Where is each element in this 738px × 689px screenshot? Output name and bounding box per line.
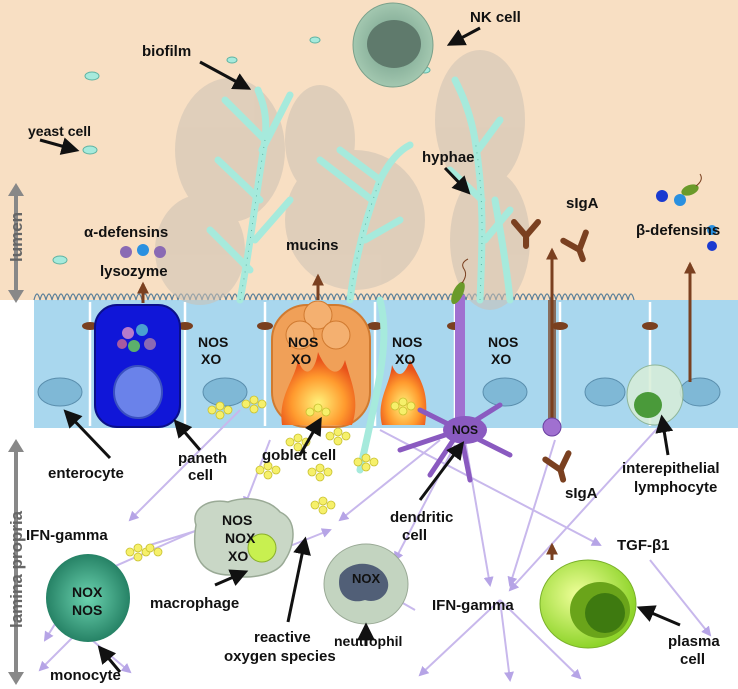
monocyte-shape [46,554,130,642]
yeast-cell-label: yeast cell [28,123,91,139]
paneth-granules [117,324,156,352]
macrophage-nos-label: NOS [222,512,252,528]
biofilm-label: biofilm [142,43,191,60]
dendritic-cell-label-1: dendritic [390,509,453,526]
pointer-arrows [39,26,681,673]
xo-label-3: XO [395,351,415,367]
interepithelial-lymphocyte-label-2: lymphocyte [634,479,717,496]
hyphae-label: hyphae [422,149,475,166]
nos-label-3: NOS [392,334,422,350]
yeast-cells [52,36,431,265]
nk-cell [352,2,434,88]
interepithelial-lymphocyte-shape [626,364,684,426]
lysozyme-label: lysozyme [100,263,168,280]
macrophage-shape [194,498,294,578]
ros-label-2: oxygen species [224,648,336,665]
macrophage-nox-label: NOX [225,530,256,546]
paneth-cell-label-2: cell [188,467,213,484]
neutrophil-nox-label: NOX [352,571,381,586]
goblet-cell-label: goblet cell [262,447,336,464]
alpha-defensin-particles [120,244,166,258]
siga-antibodies [511,219,589,483]
xo-label-1: XO [201,351,221,367]
enterocyte-nuclei [37,377,721,407]
xo-label-2: XO [291,351,311,367]
tgf-beta-label: TGF-β1 [617,537,670,554]
plasma-cell-label-1: plasma [668,633,720,650]
monocyte-nos-label: NOS [72,602,102,618]
monocyte-label: monocyte [50,667,121,684]
siga-top-label: sIgA [566,195,599,212]
dendritic-cell-label-2: cell [402,527,427,544]
siga-bottom-label: sIgA [565,485,598,502]
transcytosis-vesicle [542,417,562,437]
nos-label-4: NOS [488,334,518,350]
beta-defensin-particles [656,190,717,251]
dendritic-nos-label: NOS [452,423,478,437]
signalling-arrows [38,409,712,682]
paneth-cell-label-1: paneth [178,450,227,467]
lumen-axis: lumen [7,183,26,303]
enterocyte-label: enterocyte [48,465,124,482]
interepithelial-lymphocyte-label-1: interepithelial [622,460,720,477]
plasma-cell-label-2: cell [680,651,705,668]
microvilli [33,293,635,301]
lamina-propria-axis: lamina propria [7,439,26,685]
neutrophil-shape [323,543,409,625]
beta-defensins-label: β-defensins [636,222,720,239]
macrophage-label: macrophage [150,595,239,612]
lamina-propria-label: lamina propria [7,510,26,628]
hyphae-outline [239,139,483,301]
ifn-gamma-right-label: IFN-gamma [432,597,514,614]
lumen-label: lumen [7,212,26,262]
dendritic-cell [397,295,513,483]
ros-label-1: reactive [254,629,311,646]
nos-label-1: NOS [198,334,228,350]
nk-cell-label: NK cell [470,9,521,26]
alpha-defensins-label: α-defensins [84,224,168,241]
paneth-cell [94,304,181,428]
ifn-gamma-left-label: IFN-gamma [26,527,108,544]
neutrophil-label: neutrophil [334,633,402,649]
nos-label-2: NOS [288,334,318,350]
plasma-cell-shape [539,559,637,649]
mucins-label: mucins [286,237,339,254]
monocyte-nox-label: NOX [72,584,103,600]
hyphae-network [206,76,514,474]
xo-label-4: XO [491,351,511,367]
ros-clusters [125,395,416,562]
pigr-channel [548,300,556,425]
bacteria [451,173,702,305]
macrophage-xo-label: XO [228,548,248,564]
